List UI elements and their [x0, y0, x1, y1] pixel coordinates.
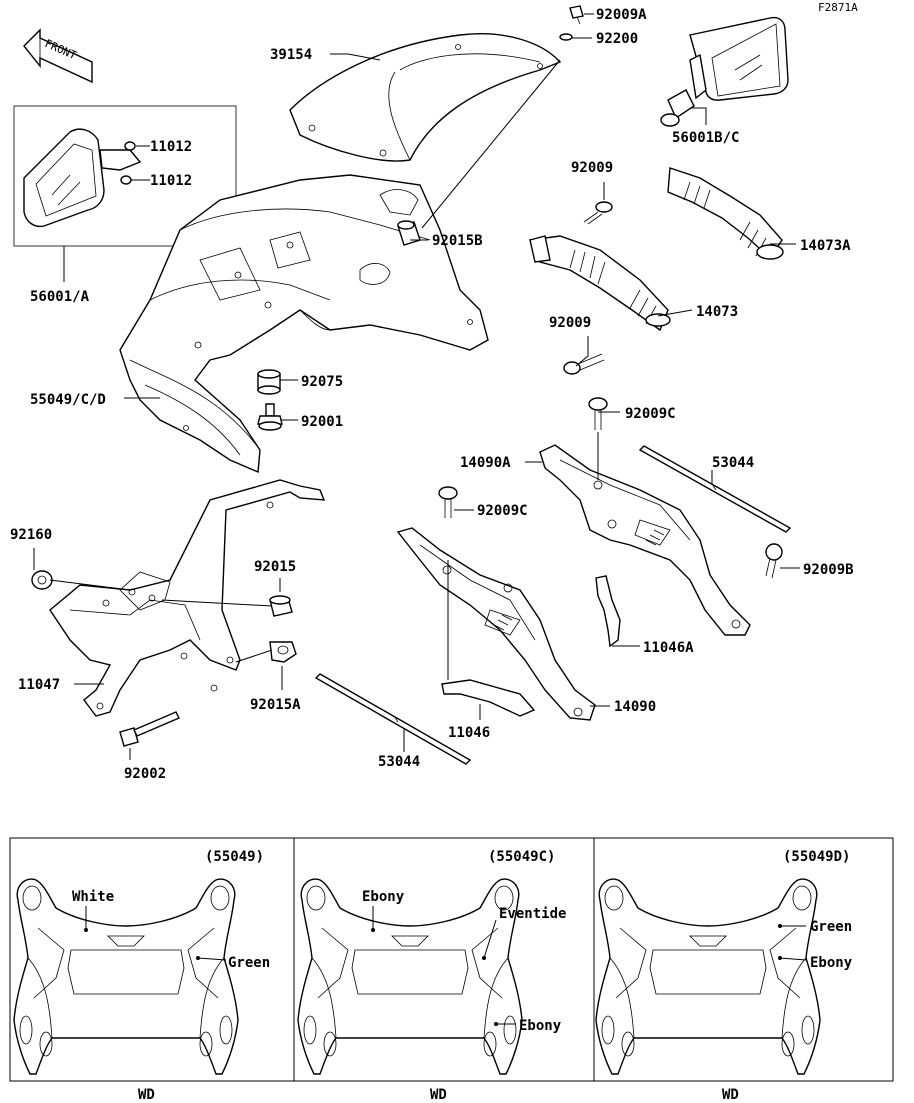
- mirror-left: [23, 128, 142, 228]
- label-92009A: 92009A: [596, 7, 647, 23]
- nut-92015A: [269, 641, 297, 663]
- label-92001: 92001: [301, 414, 343, 430]
- nut-92015: [269, 595, 293, 617]
- label-92009-upper: 92009: [571, 160, 613, 176]
- leader-lines: [33, 13, 800, 760]
- upper-fairing: [119, 174, 489, 474]
- grommet-92075: [257, 369, 281, 395]
- label-92009C-lower: 92009C: [477, 503, 528, 519]
- duct-14073: [528, 235, 671, 332]
- label-92009-lower: 92009: [549, 315, 591, 331]
- bracket-14090A: [539, 444, 751, 636]
- label-92015A: 92015A: [250, 697, 301, 713]
- variant-code-2: (55049C): [488, 849, 555, 865]
- figure-code: F2871A: [818, 1, 858, 14]
- label-14073A: 14073A: [800, 238, 851, 254]
- label-92002: 92002: [124, 766, 166, 782]
- label-92200: 92200: [596, 31, 638, 47]
- variant-footer-3: WD: [722, 1087, 739, 1103]
- variant-panels: [9, 837, 894, 1082]
- label-92009C-upper: 92009C: [625, 406, 676, 422]
- label-39154: 39154: [270, 47, 312, 63]
- color-label-white: White: [72, 889, 114, 905]
- grommet-92160: [31, 570, 53, 590]
- rod-53044-lower: [314, 673, 472, 765]
- label-53044-upper: 53044: [712, 455, 754, 471]
- bracket-14090: [396, 527, 596, 721]
- label-11012-a: 11012: [150, 139, 192, 155]
- label-53044-lower: 53044: [378, 754, 420, 770]
- label-92015B: 92015B: [432, 233, 483, 249]
- bolt-92001: [257, 403, 283, 431]
- variant-55049D: (55049D) Green Ebony WD: [595, 849, 853, 1103]
- variant-frame: [9, 837, 894, 1082]
- label-14090: 14090: [614, 699, 656, 715]
- grommet-92015B: [397, 220, 421, 246]
- variant-footer-1: WD: [138, 1087, 155, 1103]
- label-92009B: 92009B: [803, 562, 854, 578]
- bracket-11046: [441, 679, 536, 717]
- screw-92009-upper: [583, 201, 613, 225]
- variant-footer-2: WD: [430, 1087, 447, 1103]
- label-92075: 92075: [301, 374, 343, 390]
- color-label-ebony-3: Ebony: [810, 955, 853, 971]
- color-label-eventide: Eventide: [499, 906, 566, 922]
- screw-92009A: [569, 5, 584, 25]
- windshield-part: [289, 33, 562, 162]
- label-11012-b: 11012: [150, 173, 192, 189]
- label-56001BC: 56001B/C: [672, 130, 739, 146]
- stay-11047: [49, 479, 326, 717]
- label-14073: 14073: [696, 304, 738, 320]
- mirror-right: [660, 16, 789, 127]
- color-label-green-2: Green: [810, 919, 852, 935]
- variant-55049C: (55049C) Ebony Eventide Ebony WD: [297, 849, 566, 1103]
- label-55049CD: 55049/C/D: [30, 392, 106, 408]
- bolt-92002: [119, 711, 180, 747]
- label-14090A: 14090A: [460, 455, 511, 471]
- screw-92009C-upper: [588, 397, 608, 430]
- color-label-ebony-1: Ebony: [362, 889, 405, 905]
- label-11047: 11047: [18, 677, 60, 693]
- label-92160: 92160: [10, 527, 52, 543]
- screw-92009B: [765, 543, 783, 579]
- screw-92009C-lower: [438, 486, 458, 518]
- front-arrow: FRONT: [23, 28, 93, 84]
- rod-53044-upper: [638, 445, 792, 533]
- washer-92200: [559, 33, 573, 41]
- label-11046: 11046: [448, 725, 490, 741]
- label-92015: 92015: [254, 559, 296, 575]
- screw-92009-lower: [563, 353, 605, 375]
- label-11046A: 11046A: [643, 640, 694, 656]
- color-label-ebony-2: Ebony: [519, 1018, 562, 1034]
- variant-code-1: (55049): [205, 849, 264, 865]
- color-label-green: Green: [228, 955, 270, 971]
- variant-code-3: (55049D): [783, 849, 850, 865]
- variant-55049: (55049) White Green WD: [13, 849, 270, 1103]
- mirror-left-box: [13, 105, 237, 247]
- label-56001A: 56001/A: [30, 289, 90, 305]
- duct-14073A: [667, 167, 784, 260]
- bracket-11046A: [595, 575, 621, 648]
